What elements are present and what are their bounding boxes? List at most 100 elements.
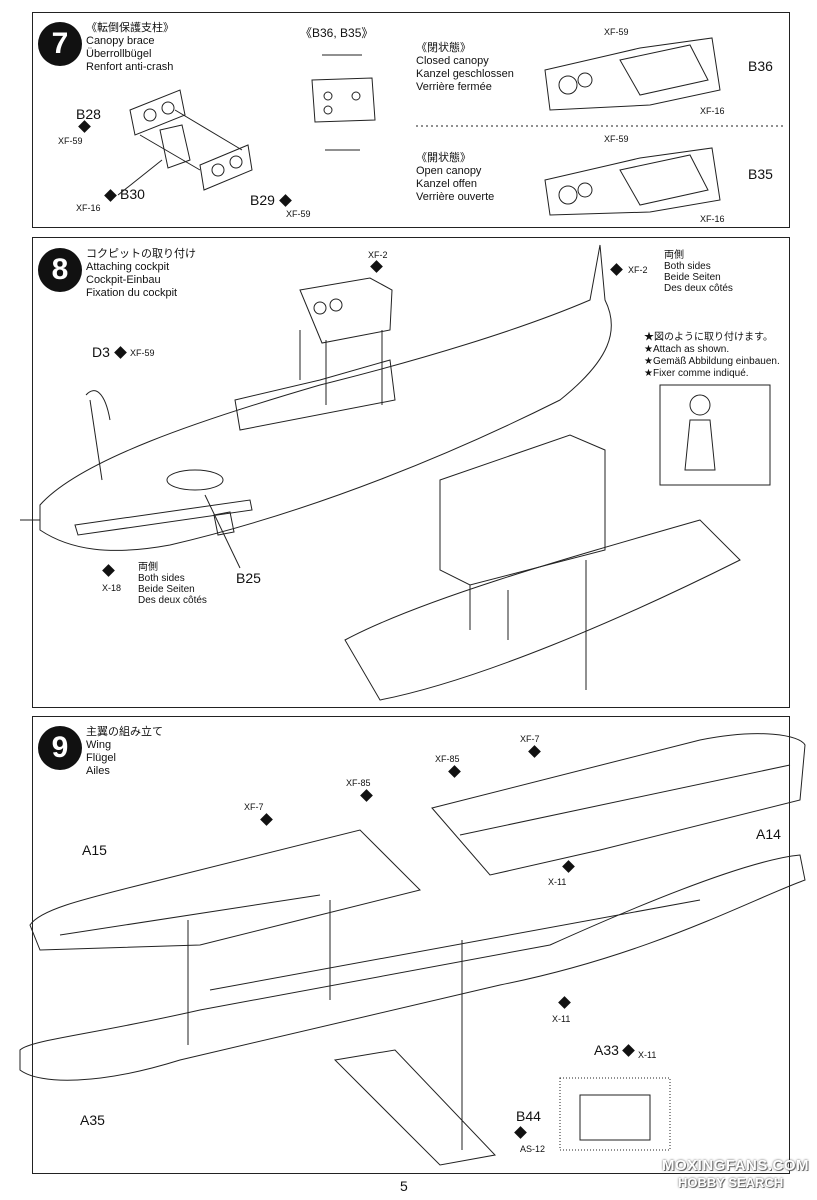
paint-label-as12: AS-12 (520, 1144, 546, 1154)
open-canopy-note: 《開状態》 Open canopy Kanzel offen Verrière … (416, 152, 494, 204)
arrow-d3 (89, 399, 103, 481)
b44-panel (333, 1049, 497, 1166)
parts-header: 《B36, B35》 (300, 26, 374, 40)
b35-assembly (544, 147, 721, 216)
bs-en: Both sides (138, 573, 185, 584)
step-8-panel (32, 237, 790, 708)
paint-label-xf2-top: XF-2 (368, 250, 388, 260)
d3-handle (85, 390, 111, 421)
attach-note: ★図のように取り付けます。 ★Attach as shown. ★Gemäß A… (644, 332, 780, 380)
label-b25: B25 (236, 570, 261, 586)
canopy-frame-small (311, 54, 376, 151)
b25-part (213, 511, 235, 536)
paint-label-xf59-d3: XF-59 (130, 348, 155, 358)
label-b36: B36 (748, 58, 773, 74)
title-de: Überrollbügel (86, 48, 152, 60)
paint-label-xf59-b: XF-59 (286, 209, 311, 219)
label-b28: B28 (76, 106, 101, 122)
b28-part (129, 89, 186, 136)
step-9-number: 9 (38, 726, 82, 770)
gear-bay-inset (559, 1077, 671, 1151)
step-8-number: 8 (38, 248, 82, 292)
paint-label-xf7-right: XF-7 (520, 734, 540, 744)
both-sides-nose: 両側 Both sides Beide Seiten Des deux côté… (138, 562, 207, 606)
paint-label-xf7-left: XF-7 (244, 802, 264, 812)
label-b30: B30 (120, 186, 145, 202)
note-fr: ★Fixer comme indiqué. (644, 368, 749, 379)
title-en: Canopy brace (86, 35, 155, 47)
label-a33: A33 (594, 1042, 619, 1058)
left-wing-upper (29, 829, 421, 951)
title-ja: コクピットの取り付け (86, 248, 196, 260)
title-de: Flügel (86, 752, 116, 764)
arrow-b28 (139, 109, 243, 171)
paint-label-x18: X-18 (102, 583, 122, 593)
watermark-line1: MOXINGFANS.COM (662, 1157, 810, 1174)
paint-label-x11-c: X-11 (638, 1050, 657, 1060)
title-fr: Ailes (86, 765, 110, 777)
note-de: ★Gemäß Abbildung einbauen. (644, 356, 780, 367)
paint-label-xf2-tail: XF-2 (628, 265, 648, 275)
fuselage-drawing (20, 244, 612, 551)
bs-ja: 両側 (138, 562, 158, 573)
paint-label-xf59-a: XF-59 (58, 136, 83, 146)
closed-de: Kanzel geschlossen (416, 68, 514, 80)
label-d3: D3 (92, 344, 110, 360)
page-number: 5 (400, 1178, 408, 1194)
open-de: Kanzel offen (416, 178, 477, 190)
closed-fr: Verrière fermée (416, 81, 492, 93)
open-ja: 《開状態》 (416, 152, 471, 164)
paint-label-xf16-b: XF-16 (700, 106, 725, 116)
bs-fr: Des deux côtés (138, 595, 207, 606)
closed-canopy-note: 《閉状態》 Closed canopy Kanzel geschlossen V… (416, 42, 514, 94)
arrow-wing (187, 900, 463, 1150)
step-7-title: 《転倒保護支柱》 Canopy brace Überrollbügel Renf… (86, 22, 174, 74)
label-b44: B44 (516, 1108, 541, 1124)
bs-en: Both sides (664, 261, 711, 272)
paint-label-x11-b: X-11 (552, 1014, 571, 1024)
note-en: ★Attach as shown. (644, 344, 730, 355)
watermark-line2: HOBBY SEARCH (678, 1175, 784, 1190)
bs-fr: Des deux côtés (664, 283, 733, 294)
b36-assembly (544, 37, 721, 111)
arrow-frame (299, 330, 383, 405)
paint-label-xf16-a: XF-16 (76, 203, 101, 213)
paint-label-xf59-d: XF-59 (604, 134, 629, 144)
label-a15: A15 (82, 842, 107, 858)
title-fr: Renfort anti-crash (86, 61, 174, 73)
title-en: Attaching cockpit (86, 261, 170, 273)
paint-label-x11-a: X-11 (548, 877, 567, 887)
note-ja: ★図のように取り付けます。 (644, 332, 773, 343)
paint-label-xf16-c: XF-16 (700, 214, 725, 224)
b30-part (159, 124, 191, 169)
step-9-title: 主翼の組み立て Wing Flügel Ailes (86, 726, 163, 778)
both-sides-tail: 両側 Both sides Beide Seiten Des deux côté… (664, 250, 733, 294)
closed-ja: 《閉状態》 (416, 42, 471, 54)
title-de: Cockpit-Einbau (86, 274, 161, 286)
open-en: Open canopy (416, 165, 482, 177)
open-fr: Verrière ouverte (416, 191, 495, 203)
label-b35: B35 (748, 166, 773, 182)
step-7-panel (32, 12, 790, 228)
step-7-number: 7 (38, 22, 82, 66)
paint-label-xf85-left: XF-85 (346, 778, 371, 788)
bs-de: Beide Seiten (138, 584, 195, 595)
title-en: Wing (86, 739, 112, 751)
arrow-b30 (117, 159, 163, 196)
cockpit-frame-step8 (299, 277, 393, 344)
right-wing-upper (431, 733, 806, 876)
arrow-b25 (204, 494, 241, 569)
title-ja: 主翼の組み立て (86, 726, 163, 738)
closed-en: Closed canopy (416, 55, 489, 67)
lower-wing (19, 854, 806, 1081)
arrow-tub (469, 560, 587, 690)
step-8-title: コクピットの取り付け Attaching cockpit Cockpit-Ein… (86, 248, 196, 300)
step-9-panel (32, 716, 790, 1174)
label-a35: A35 (80, 1112, 105, 1128)
label-b29: B29 (250, 192, 275, 208)
paint-label-xf59-c: XF-59 (604, 27, 629, 37)
title-ja: 《転倒保護支柱》 (86, 22, 174, 34)
label-a14: A14 (756, 826, 781, 842)
bs-ja: 両側 (664, 250, 684, 261)
